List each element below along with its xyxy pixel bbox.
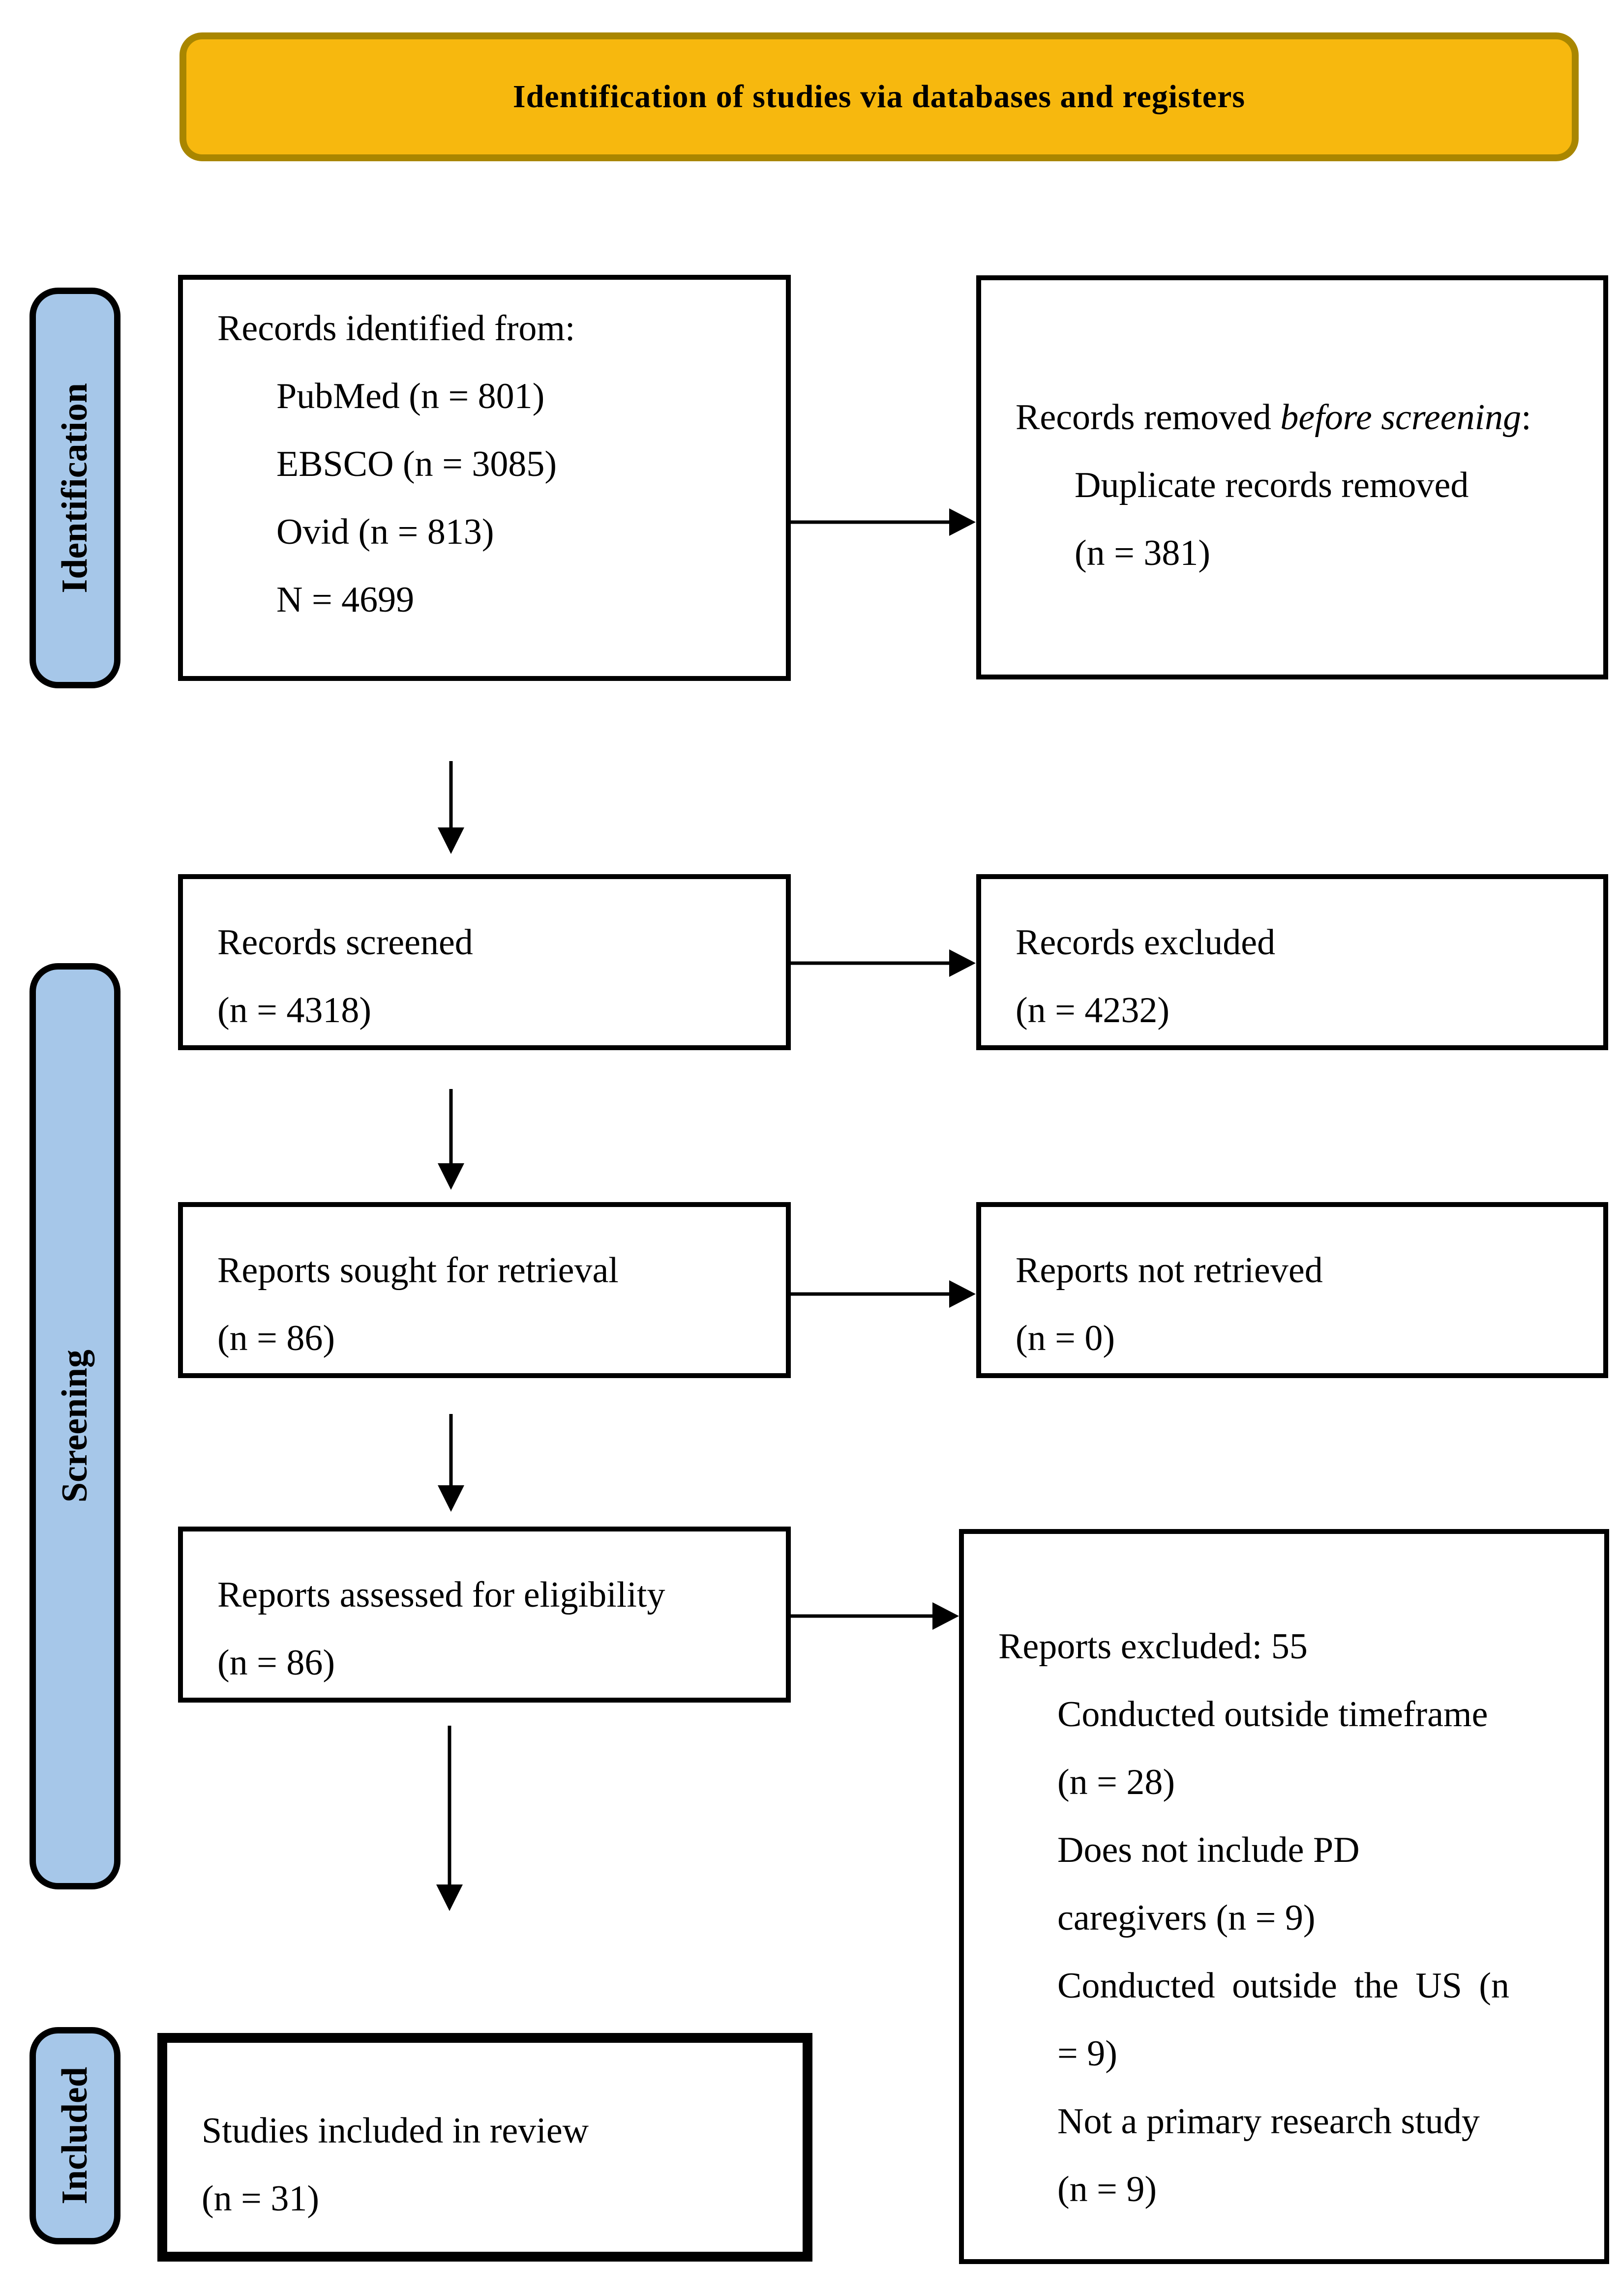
- box-item: = 9): [1057, 2033, 1117, 2074]
- box-item: Not a primary research study: [1057, 2101, 1480, 2142]
- box-title: Records screened: [217, 922, 473, 963]
- flow-box-records-identified: Records identified from: PubMed (n = 801…: [178, 275, 791, 681]
- arrow-assessed-to-reports-excluded: [791, 1602, 959, 1630]
- stage-label-identification: Identification: [30, 288, 120, 688]
- box-item: Duplicate records removed: [1075, 465, 1469, 505]
- box-title: Records identified from:: [217, 308, 575, 349]
- stage-label-text: Included: [55, 2067, 95, 2205]
- arrow-screened-to-excluded: [791, 949, 976, 977]
- box-title: Records removed before screening:: [1016, 397, 1531, 438]
- box-count: (n = 4232): [1016, 990, 1170, 1030]
- box-count: (n = 4318): [217, 990, 372, 1030]
- box-title: Reports not retrieved: [1016, 1250, 1323, 1291]
- flow-box-reports-sought: Reports sought for retrieval (n = 86): [178, 1202, 791, 1378]
- flow-box-reports-excluded: Reports excluded: 55 Conducted outside t…: [959, 1529, 1609, 2264]
- box-item: N = 4699: [276, 580, 415, 620]
- box-item: (n = 381): [1075, 533, 1211, 573]
- stage-label-included: Included: [30, 2027, 120, 2244]
- arrow-identified-to-screened: [438, 761, 464, 854]
- box-title: Studies included in review: [202, 2111, 589, 2151]
- arrow-assessed-to-included: [436, 1726, 463, 1911]
- box-item: EBSCO (n = 3085): [276, 444, 557, 484]
- box-item: caregivers (n = 9): [1057, 1898, 1316, 1938]
- box-item: PubMed (n = 801): [276, 376, 545, 416]
- box-item: Conducted outside timeframe: [1057, 1694, 1488, 1735]
- banner-title: Identification of studies via databases …: [512, 79, 1246, 115]
- arrow-sought-to-not-retrieved: [791, 1280, 976, 1308]
- box-count: (n = 0): [1016, 1318, 1115, 1358]
- flow-box-studies-included: Studies included in review (n = 31): [157, 2033, 812, 2262]
- box-item: (n = 9): [1057, 2169, 1157, 2209]
- box-item: Does not include PD: [1057, 1830, 1360, 1870]
- flow-box-records-excluded: Records excluded (n = 4232): [976, 874, 1608, 1050]
- box-item: (n = 28): [1057, 1762, 1175, 1802]
- box-item: Conducted outside the US (n: [1057, 1966, 1510, 2006]
- stage-label-text: Identification: [55, 383, 95, 593]
- arrow-sought-to-assessed: [438, 1414, 464, 1512]
- box-count: (n = 31): [202, 2178, 320, 2219]
- banner-identification-of-studies: Identification of studies via databases …: [180, 32, 1579, 161]
- box-title: Records excluded: [1016, 922, 1276, 963]
- stage-label-screening: Screening: [30, 963, 120, 1889]
- box-count: (n = 86): [217, 1643, 335, 1683]
- arrow-identified-to-removed: [791, 508, 976, 536]
- flow-box-reports-assessed: Reports assessed for eligibility (n = 86…: [178, 1527, 791, 1703]
- flow-box-records-screened: Records screened (n = 4318): [178, 874, 791, 1050]
- box-count: (n = 86): [217, 1318, 335, 1358]
- arrow-screened-to-sought: [438, 1089, 464, 1190]
- box-title: Reports assessed for eligibility: [217, 1575, 665, 1615]
- flow-box-reports-not-retrieved: Reports not retrieved (n = 0): [976, 1202, 1608, 1378]
- stage-label-text: Screening: [55, 1350, 95, 1503]
- box-title: Reports sought for retrieval: [217, 1250, 619, 1291]
- box-item: Ovid (n = 813): [276, 512, 494, 552]
- flow-box-records-removed: Records removed before screening: Duplic…: [976, 275, 1608, 679]
- box-title: Reports excluded: 55: [998, 1626, 1308, 1667]
